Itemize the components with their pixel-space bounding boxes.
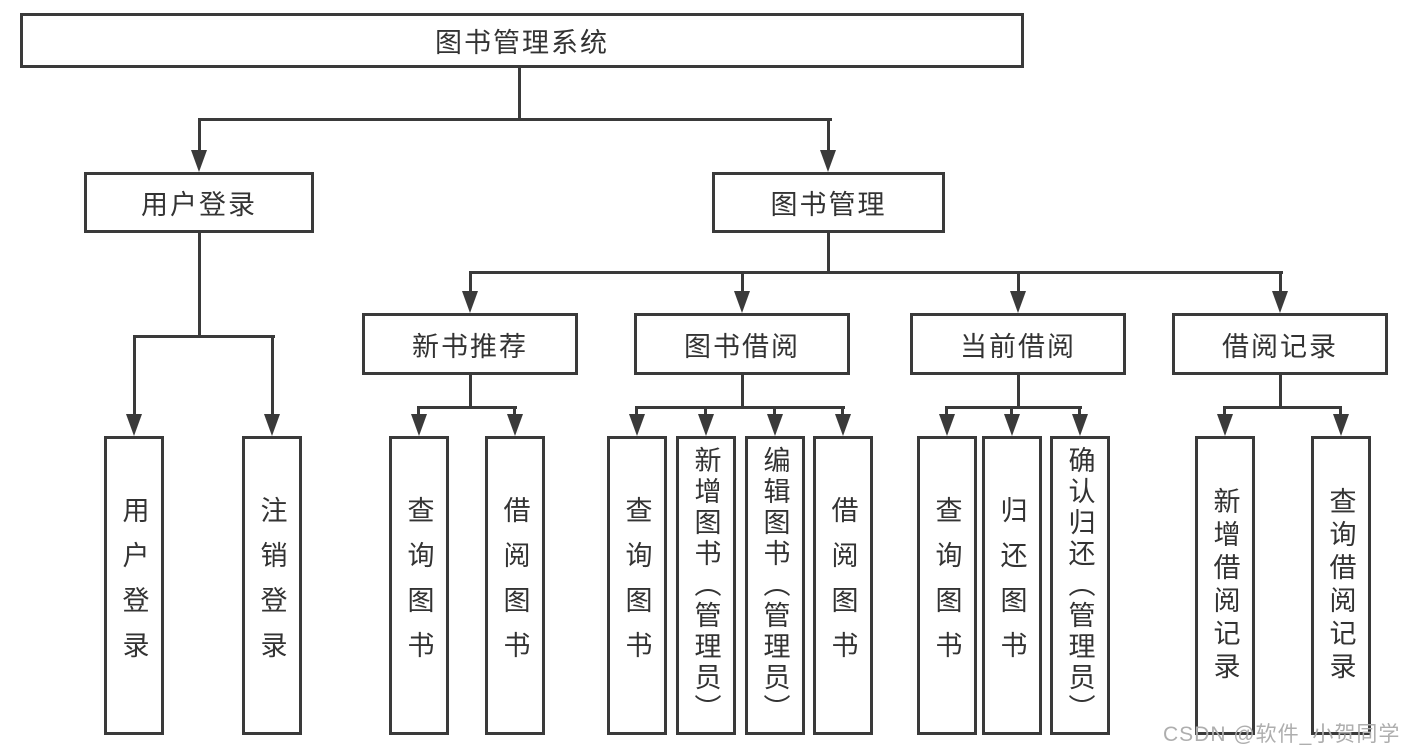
node-label: 借阅记录 — [1222, 331, 1338, 362]
csdn-watermark: CSDN @软件_小贺同学 — [1163, 723, 1401, 746]
arrow-down-icon — [191, 150, 207, 172]
node-label: 图书管理系统 — [435, 28, 609, 58]
node-logout: 注销登录 — [242, 436, 302, 735]
node-label: 新增图书（管理员） — [690, 446, 721, 725]
arrow-down-icon — [939, 414, 955, 436]
node-label: 编辑图书（管理员） — [759, 446, 790, 725]
arrow-down-icon — [1072, 414, 1088, 436]
connector-leaf-stub — [513, 406, 516, 416]
arrow-down-icon — [1004, 414, 1020, 436]
arrow-down-icon — [1010, 291, 1026, 313]
node-borrowing-records: 借阅记录 — [1172, 313, 1388, 375]
connector-stub-login — [133, 335, 136, 416]
node-borrow-books-recommend: 借阅图书 — [485, 436, 545, 735]
node-label: 注销登录 — [256, 495, 287, 676]
connector-leaf-stub — [1010, 406, 1013, 416]
connector-new-book-trunk — [469, 375, 472, 408]
node-add-borrowing-record: 新增借阅记录 — [1195, 436, 1255, 735]
connector-stub-logout — [271, 335, 274, 416]
node-library-management-system: 图书管理系统 — [20, 13, 1024, 68]
node-borrow-books: 借阅图书 — [813, 436, 873, 735]
arrow-down-icon — [734, 291, 750, 313]
connector-level3-bus — [469, 271, 1283, 274]
connector-leaf-stub — [841, 406, 844, 416]
arrow-down-icon — [835, 414, 851, 436]
connector-borrowing-records-trunk — [1279, 375, 1282, 408]
connector-leaf-stub — [1339, 406, 1342, 416]
connector-leaf-stub — [1223, 406, 1226, 416]
arrow-down-icon — [767, 414, 783, 436]
arrow-down-icon — [1217, 414, 1233, 436]
arrow-down-icon — [820, 150, 836, 172]
connector-stub-user-login — [198, 118, 201, 152]
node-label: 新书推荐 — [412, 331, 528, 362]
node-new-book-recommendation: 新书推荐 — [362, 313, 578, 375]
node-label: 新增借阅记录 — [1209, 486, 1240, 685]
connector-user-login-bus — [133, 335, 275, 338]
node-label: 查询图书 — [403, 495, 434, 676]
connector-leaf-stub — [417, 406, 420, 416]
node-label: 借阅图书 — [499, 495, 530, 676]
arrow-down-icon — [126, 414, 142, 436]
node-user-login: 用户登录 — [84, 172, 314, 233]
node-label: 图书管理 — [770, 190, 887, 220]
connector-stub-book-management — [827, 118, 830, 152]
node-label: 确认归还（管理员） — [1064, 446, 1095, 725]
node-edit-books-admin: 编辑图书（管理员） — [745, 436, 805, 735]
connector-leaf-stub — [635, 406, 638, 416]
connector-book-borrowing-trunk — [741, 375, 744, 408]
node-label: 查询图书 — [621, 495, 652, 676]
arrow-down-icon — [629, 414, 645, 436]
connector-new-book-bus — [418, 406, 517, 409]
connector-root-bus — [198, 118, 832, 121]
connector-leaf-stub — [773, 406, 776, 416]
connector-book-borrowing-bus — [636, 406, 845, 409]
connector-stub-new-book — [469, 271, 472, 293]
arrow-down-icon — [1333, 414, 1349, 436]
connector-stub-current-borrowing — [1017, 271, 1020, 293]
node-label: 用户登录 — [141, 190, 257, 220]
node-query-books-borrowing: 查询图书 — [607, 436, 667, 735]
node-label: 用户登录 — [118, 495, 149, 676]
node-label: 当前借阅 — [960, 331, 1076, 362]
node-book-management: 图书管理 — [712, 172, 945, 233]
node-label: 查询借阅记录 — [1325, 486, 1356, 685]
connector-stub-borrowing-records — [1279, 271, 1282, 293]
node-label: 查询图书 — [931, 495, 962, 676]
node-user-login-leaf: 用户登录 — [104, 436, 164, 735]
connector-leaf-stub — [1078, 406, 1081, 416]
node-confirm-return-admin: 确认归还（管理员） — [1050, 436, 1110, 735]
node-query-books-current: 查询图书 — [917, 436, 977, 735]
connector-user-login-trunk — [198, 233, 201, 338]
node-return-books: 归还图书 — [982, 436, 1042, 735]
node-add-books-admin: 新增图书（管理员） — [676, 436, 736, 735]
arrow-down-icon — [1272, 291, 1288, 313]
connector-leaf-stub — [704, 406, 707, 416]
connector-borrowing-records-bus — [1224, 406, 1342, 409]
node-label: 图书借阅 — [684, 331, 800, 362]
arrow-down-icon — [411, 414, 427, 436]
connector-current-borrowing-bus — [946, 406, 1082, 409]
connector-book-management-trunk — [827, 233, 830, 273]
connector-stub-book-borrowing — [741, 271, 744, 293]
node-label: 归还图书 — [996, 495, 1027, 676]
arrow-down-icon — [698, 414, 714, 436]
arrow-down-icon — [507, 414, 523, 436]
connector-leaf-stub — [945, 406, 948, 416]
connector-current-borrowing-trunk — [1017, 375, 1020, 408]
node-book-borrowing: 图书借阅 — [634, 313, 850, 375]
arrow-down-icon — [264, 414, 280, 436]
connector-root-trunk — [518, 68, 521, 120]
node-current-borrowing: 当前借阅 — [910, 313, 1126, 375]
node-query-books-recommend: 查询图书 — [389, 436, 449, 735]
node-query-borrowing-record: 查询借阅记录 — [1311, 436, 1371, 735]
node-label: 借阅图书 — [827, 495, 858, 676]
arrow-down-icon — [462, 291, 478, 313]
